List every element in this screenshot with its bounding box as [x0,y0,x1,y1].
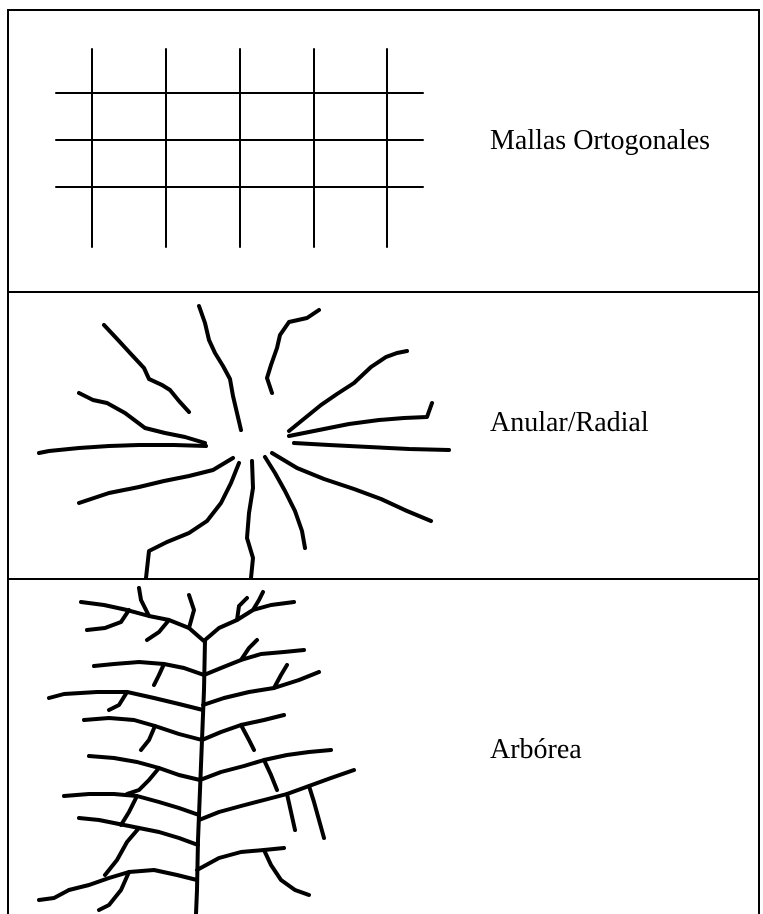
tree-branch [84,718,202,740]
tree-branch [147,620,169,640]
tree-branch [127,768,159,794]
tree-branch [69,870,197,890]
tree-branch [121,796,137,825]
tree-branch [199,770,354,820]
radial-branch [247,461,253,578]
network-types-table: Mallas Ortogonales Anular/Radial [7,9,760,914]
row-radial: Anular/Radial [9,293,758,580]
tree-branch [241,725,254,750]
tree-branch [189,595,194,628]
tree-branch [264,850,309,895]
radial-branch [289,403,432,436]
tree-branch [204,650,304,675]
radial-branch [79,458,233,503]
tree-branch [89,756,200,780]
tree-branch [309,786,324,838]
radial-branch [39,445,206,453]
radial-network-icon [9,293,479,578]
tree-branch [287,794,295,830]
tree-branch [141,726,155,750]
row-label: Anular/Radial [490,407,649,439]
tree-branch [154,664,164,685]
tree-branch [94,662,204,675]
row-label: Mallas Ortogonales [490,125,710,157]
tree-branch [264,760,277,790]
tree-branch [105,828,139,875]
radial-branch [267,310,319,393]
tree-branch [109,692,127,710]
tree-branch [203,672,319,705]
grid-network-icon [9,11,479,291]
radial-branch [79,393,205,443]
radial-branch [199,306,241,430]
tree-network-icon [9,580,479,914]
tree-branch [39,890,69,900]
row-label: Arbórea [490,734,582,766]
row-orthogonal-grid: Mallas Ortogonales [9,11,758,293]
tree-branch [205,602,294,640]
row-tree: Arbórea [9,580,758,914]
radial-branch [104,325,189,412]
radial-branch [294,443,449,450]
tree-branch [87,610,129,630]
